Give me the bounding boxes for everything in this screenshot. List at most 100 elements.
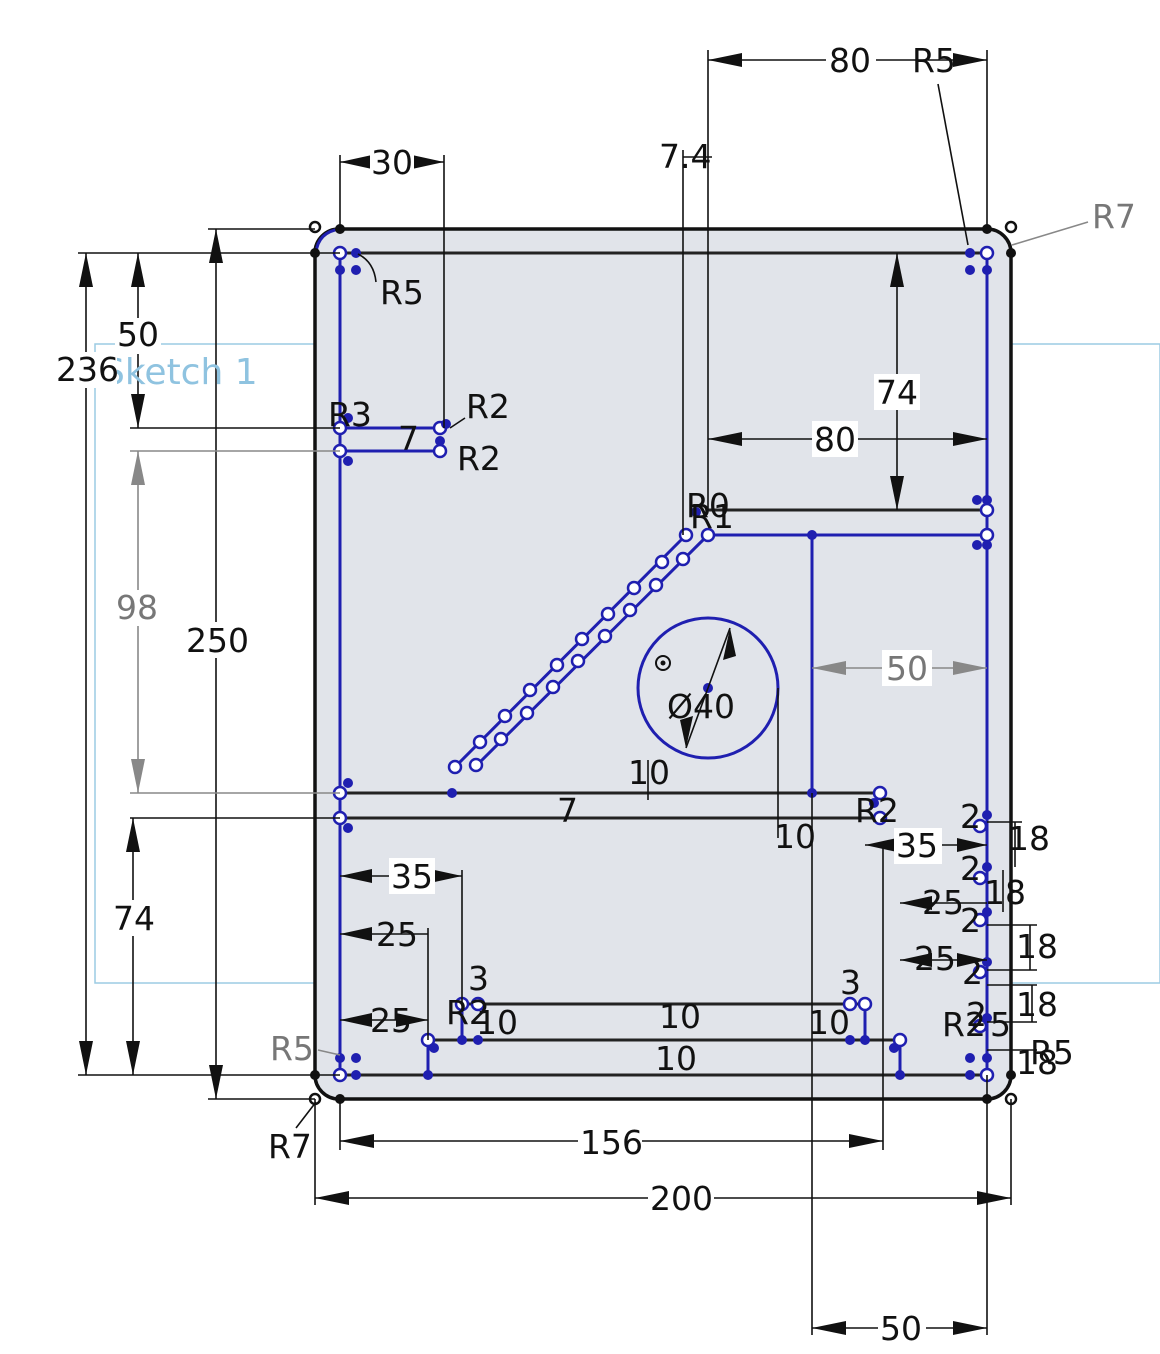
origin-marker-dot[interactable]: [660, 660, 666, 666]
point[interactable]: [497, 708, 513, 724]
dim-25-left-b[interactable]: 25: [370, 1001, 412, 1040]
point[interactable]: [965, 265, 975, 275]
point[interactable]: [807, 530, 817, 540]
point[interactable]: [872, 785, 888, 801]
point[interactable]: [441, 419, 451, 429]
point[interactable]: [545, 679, 561, 695]
point[interactable]: [335, 265, 345, 275]
dim-18-a[interactable]: 18: [1008, 819, 1050, 858]
point[interactable]: [972, 540, 982, 550]
point[interactable]: [845, 1035, 855, 1045]
dim-r-right-b[interactable]: R5: [1030, 1033, 1074, 1072]
point[interactable]: [654, 554, 670, 570]
point[interactable]: [423, 1070, 433, 1080]
point[interactable]: [343, 456, 353, 466]
dim-2-a[interactable]: 2: [960, 797, 981, 836]
point[interactable]: [982, 862, 992, 872]
point[interactable]: [972, 964, 988, 980]
dim-25-left-a[interactable]: 25: [376, 915, 418, 954]
dim-10-right[interactable]: 10: [774, 817, 816, 856]
dim-35-left[interactable]: 35: [391, 857, 433, 896]
dim-2-b[interactable]: 2: [960, 849, 981, 888]
point[interactable]: [979, 502, 995, 518]
point[interactable]: [675, 551, 691, 567]
point[interactable]: [335, 1053, 345, 1063]
point[interactable]: [842, 996, 858, 1012]
dim-r5-top-left[interactable]: R5: [380, 273, 424, 312]
point[interactable]: [351, 265, 361, 275]
dim-diameter-40[interactable]: Ø40: [667, 687, 735, 726]
point[interactable]: [982, 1053, 992, 1063]
sketch-name-label[interactable]: Sketch 1: [102, 352, 258, 393]
dim-98[interactable]: 98: [116, 588, 158, 627]
dim-50-left[interactable]: 50: [117, 315, 159, 354]
point[interactable]: [600, 606, 616, 622]
point[interactable]: [700, 527, 716, 543]
point[interactable]: [982, 495, 992, 505]
point[interactable]: [447, 788, 457, 798]
point[interactable]: [447, 759, 463, 775]
point[interactable]: [889, 1043, 899, 1053]
dim-18-c[interactable]: 18: [1016, 927, 1058, 966]
dim-18-d[interactable]: 18: [1016, 985, 1058, 1024]
point[interactable]: [429, 1043, 439, 1053]
dim-25-right-b[interactable]: 25: [914, 939, 956, 978]
point[interactable]: [965, 1053, 975, 1063]
point[interactable]: [972, 1018, 988, 1034]
point[interactable]: [872, 810, 888, 826]
point[interactable]: [972, 818, 988, 834]
point[interactable]: [1006, 1070, 1016, 1080]
point[interactable]: [432, 443, 448, 459]
diagonal-slot-line-a[interactable]: [450, 533, 688, 772]
point[interactable]: [493, 731, 509, 747]
point[interactable]: [979, 245, 995, 261]
dim-r3[interactable]: R3: [328, 395, 372, 434]
point[interactable]: [343, 823, 353, 833]
corner-point-tl[interactable]: [308, 220, 322, 234]
point[interactable]: [648, 577, 664, 593]
point[interactable]: [982, 810, 992, 820]
point[interactable]: [522, 682, 538, 698]
origin-marker[interactable]: [655, 655, 671, 671]
dim-15[interactable]: 5: [990, 1005, 1011, 1044]
point[interactable]: [597, 628, 613, 644]
dim-r-right-a[interactable]: R2: [942, 1005, 986, 1044]
dim-r7-top-right[interactable]: R7: [1092, 197, 1136, 236]
point[interactable]: [549, 657, 565, 673]
dim-7-mid[interactable]: 7: [557, 791, 578, 830]
point[interactable]: [351, 1053, 361, 1063]
dim-r2-a[interactable]: R2: [466, 387, 510, 426]
dim-r7-bottom-left[interactable]: R7: [268, 1127, 312, 1166]
dim-r5-bottom-left[interactable]: R5: [270, 1029, 314, 1068]
point[interactable]: [473, 1035, 483, 1045]
dim-r2-mid-right[interactable]: R2: [855, 791, 899, 830]
dim-10-b[interactable]: 10: [659, 997, 701, 1036]
point[interactable]: [972, 495, 982, 505]
point[interactable]: [972, 870, 988, 886]
dim-30[interactable]: 30: [371, 143, 413, 182]
dim-18-e[interactable]: 18: [1016, 1043, 1058, 1082]
point[interactable]: [895, 1070, 905, 1080]
dim-200[interactable]: 200: [650, 1179, 713, 1218]
point[interactable]: [570, 653, 586, 669]
dim-2-d[interactable]: 2: [962, 953, 983, 992]
point[interactable]: [343, 413, 353, 423]
point[interactable]: [351, 1070, 361, 1080]
point[interactable]: [892, 1032, 908, 1048]
point[interactable]: [869, 798, 879, 808]
dim-10-d[interactable]: 10: [808, 1003, 850, 1042]
dim-80-mid[interactable]: 80: [814, 420, 856, 459]
dim-74-left[interactable]: 74: [113, 899, 155, 938]
dim-r0[interactable]: R0: [686, 486, 730, 525]
point[interactable]: [972, 912, 988, 928]
dim-250[interactable]: 250: [186, 621, 249, 660]
point[interactable]: [691, 507, 701, 517]
dim-r5-top-right[interactable]: R5: [912, 41, 956, 80]
dim-156[interactable]: 156: [580, 1123, 643, 1162]
dim-10-a[interactable]: 10: [476, 1003, 518, 1042]
point[interactable]: [343, 778, 353, 788]
dim-35-right[interactable]: 35: [896, 826, 938, 865]
dim-50-bottom[interactable]: 50: [880, 1309, 922, 1348]
corner-point-tr[interactable]: [1004, 220, 1018, 234]
